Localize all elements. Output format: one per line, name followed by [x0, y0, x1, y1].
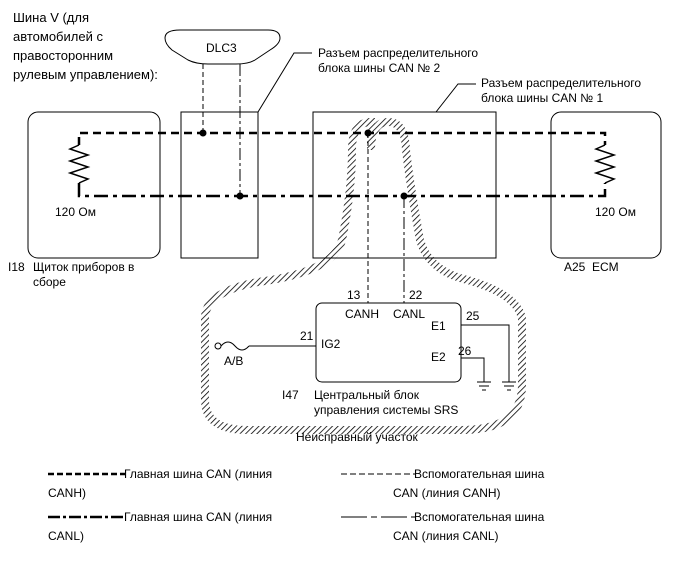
junction-dot: [236, 192, 244, 200]
srs-ecu-name: Центральный блок: [314, 388, 420, 402]
main-canh-line: [77, 131, 607, 145]
svg-text:Разъем распределительного: Разъем распределительного: [481, 76, 641, 90]
left-ecu-name-2: сборе: [33, 275, 66, 289]
pin-canh-label: CANH: [345, 307, 379, 321]
pin-canl-label: CANL: [393, 307, 425, 321]
fuse-label: A/B: [224, 354, 243, 368]
right-resistor: [593, 144, 617, 184]
pin-e2-number: 26: [458, 344, 472, 358]
pin-e1-label: E1: [431, 319, 446, 333]
pin-ig2-label: IG2: [321, 337, 341, 351]
svg-text:автомобилей с: автомобилей с: [13, 29, 103, 44]
left-resistor: [67, 144, 91, 184]
junction1-leader: [435, 83, 476, 113]
ground-icon: [502, 381, 516, 391]
legend-main-canh-2: CANH): [48, 486, 86, 500]
pin-e1-number: 25: [466, 309, 480, 323]
srs-ecu-name-2: управления системы SRS: [314, 403, 458, 417]
srs-ecu-box: [315, 302, 462, 383]
pin-ig2-number: 21: [300, 329, 314, 343]
svg-text:Разъем распределительного: Разъем распределительного: [318, 46, 478, 60]
right-ecu-code: A25: [564, 260, 586, 274]
faulty-area-outline: [201, 117, 526, 434]
junction-dot: [364, 129, 372, 137]
ground-icon: [477, 381, 491, 391]
legend-sub-canl: Вспомогательная шина: [414, 510, 545, 524]
legend-sub-canl-2: CAN (линия CANL): [393, 529, 499, 543]
legend-main-canh: Главная шина CAN (линия: [124, 467, 272, 481]
right-ecu-name: ECM: [592, 260, 619, 274]
srs-ecu-code: I47: [282, 388, 299, 402]
legend-sub-canh-2: CAN (линия CANH): [393, 486, 501, 500]
dlc3-connector: [164, 29, 281, 65]
right-resistor-label: 120 Ом: [595, 205, 636, 219]
svg-text:Шина V (для: Шина V (для: [13, 10, 89, 25]
dlc3-label: DLC3: [206, 41, 237, 55]
junction2-label: Разъем распределительного блока шины CAN…: [318, 46, 478, 75]
junction2-leader: [257, 52, 312, 113]
legend-main-canl-2: CANL): [48, 529, 84, 543]
junction-dot: [400, 192, 408, 200]
pin-canl-number: 22: [409, 288, 423, 302]
right-ecu-box: [550, 111, 662, 259]
junction1-box: [312, 111, 497, 259]
faulty-area-label: Неисправный участок: [296, 430, 419, 444]
svg-text:рулевым управлением):: рулевым управлением):: [13, 67, 158, 82]
fuse-icon: [220, 341, 250, 351]
fuse-terminal: [214, 342, 222, 350]
legend-main-canl: Главная шина CAN (линия: [124, 510, 272, 524]
main-canl-line: [77, 183, 607, 198]
e2-ground-wire: [461, 357, 485, 382]
junction-dot: [199, 129, 207, 137]
svg-text:правосторонним: правосторонним: [13, 48, 113, 63]
pin-canh-number: 13: [347, 288, 361, 302]
left-ecu-code: I18: [8, 260, 25, 274]
svg-text:блока шины CAN № 2: блока шины CAN № 2: [318, 61, 440, 75]
junction2-box: [180, 111, 259, 259]
legend-sub-canh: Вспомогательная шина: [414, 467, 545, 481]
bus-v-note: Шина V (для автомобилей с правосторонним…: [13, 10, 158, 82]
left-resistor-label: 120 Ом: [55, 205, 96, 219]
pin-e2-label: E2: [431, 350, 446, 364]
junction1-label: Разъем распределительного блока шины CAN…: [481, 76, 641, 105]
left-ecu-name: Щиток приборов в: [33, 260, 134, 274]
left-ecu-box: [27, 111, 161, 259]
svg-text:блока шины CAN № 1: блока шины CAN № 1: [481, 91, 603, 105]
e1-ground-wire: [461, 324, 510, 382]
